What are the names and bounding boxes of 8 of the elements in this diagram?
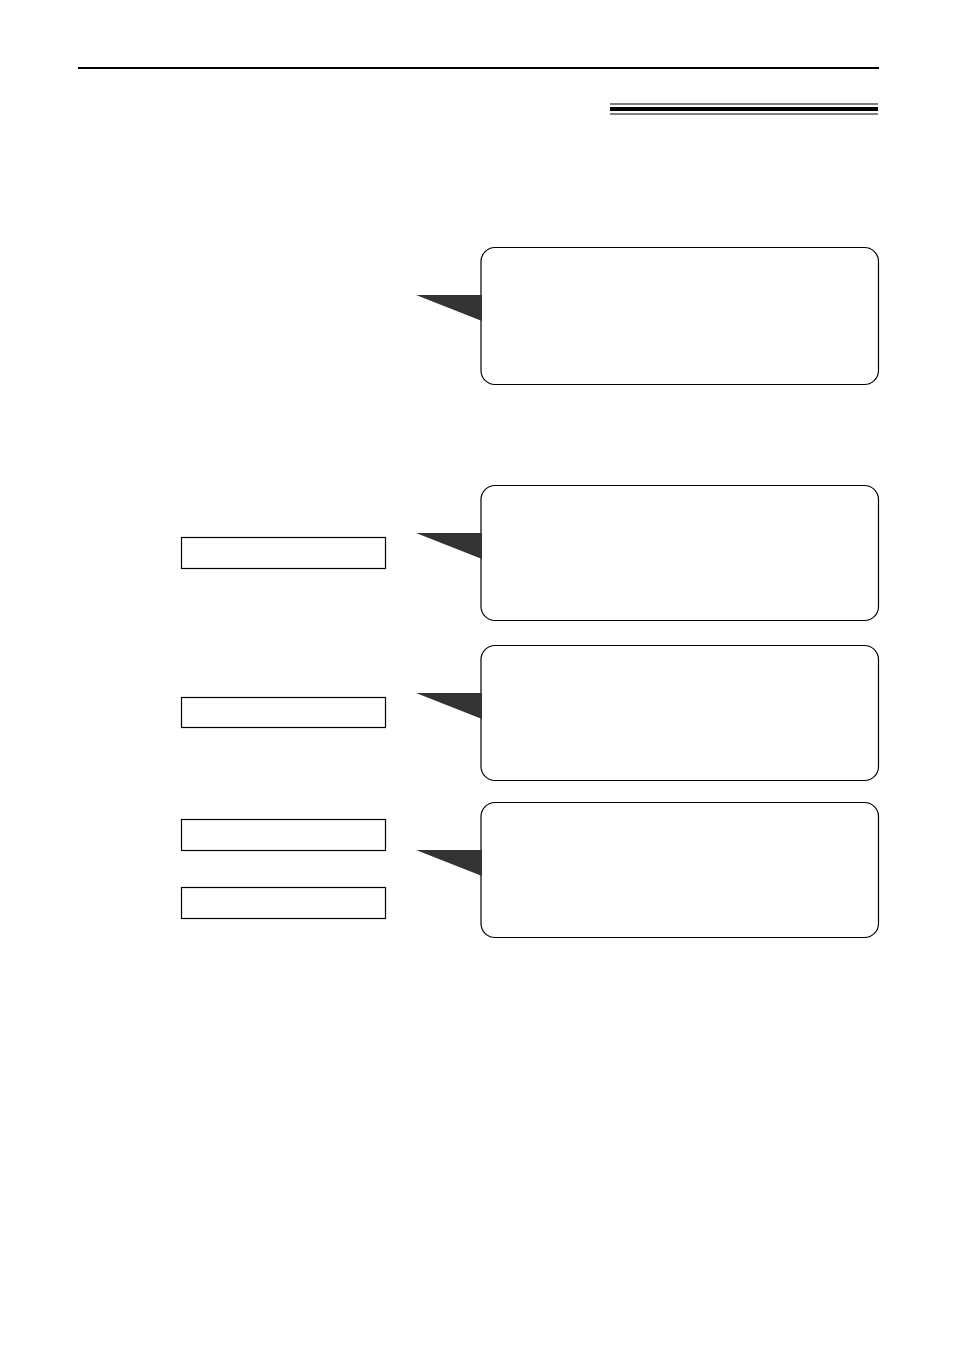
speech-bubble [416,485,879,621]
display-box [181,819,386,851]
speech-bubble [416,645,879,781]
speech-bubble [416,802,879,938]
speech-bubble [416,247,879,385]
display-box [181,887,386,919]
display-box [181,697,386,728]
display-box [181,537,386,569]
